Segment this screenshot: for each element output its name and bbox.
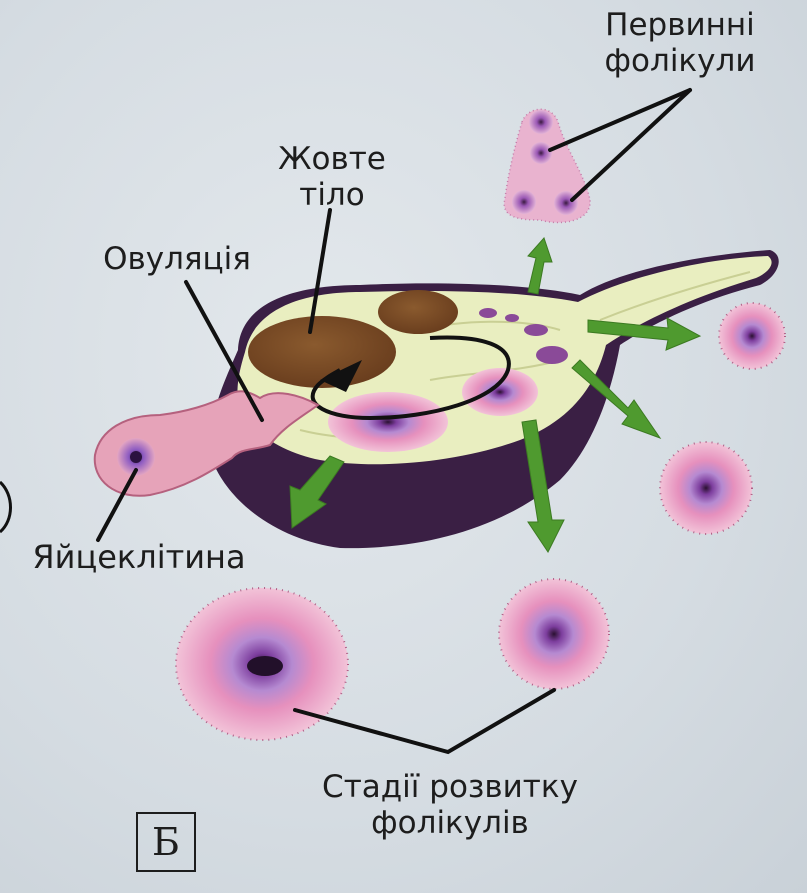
follicle-stages-label-line2: фолікулів	[270, 806, 630, 842]
inner-follicle	[462, 368, 538, 416]
primary-follicle	[512, 190, 536, 214]
follicle-stages-label-line1: Стадії розвитку	[270, 770, 630, 806]
inner-follicle	[479, 308, 497, 318]
egg-cell-label: Яйцеклітина	[4, 539, 274, 576]
corpus-luteum-label-line2: тіло	[262, 178, 402, 214]
ovulation-label: Овуляція	[72, 242, 282, 278]
primary-follicles-label: Первинні фолікули	[560, 8, 800, 79]
follicle-stage-3	[499, 579, 609, 689]
follicle-stages-label: Стадії розвитку фолікулів	[270, 770, 630, 841]
follicle-stage-1	[719, 303, 785, 369]
follicle-stage-2	[660, 442, 752, 534]
corpus-luteum-label-line1: Жовте	[262, 142, 402, 178]
primary-follicle	[529, 110, 553, 134]
primary-follicle	[554, 191, 578, 215]
follicle-stage-4-nucleus	[247, 656, 283, 676]
arrow-up	[528, 238, 552, 294]
inner-follicle	[536, 346, 568, 364]
leader-primary-1	[550, 90, 690, 150]
egg-nucleus	[130, 451, 142, 463]
primary-follicles-label-line2: фолікули	[560, 44, 800, 80]
inner-follicle	[524, 324, 548, 336]
primary-follicles-label-line1: Первинні	[560, 8, 800, 44]
leader-primary-2	[572, 90, 690, 200]
panel-letter: Б	[136, 812, 196, 872]
inner-follicle	[328, 392, 448, 452]
corpus-luteum-large	[248, 316, 396, 388]
corpus-luteum-small	[378, 290, 458, 334]
left-bracket	[0, 482, 11, 532]
corpus-luteum-label: Жовте тіло	[262, 142, 402, 213]
primary-follicle	[530, 142, 552, 164]
inner-follicle	[505, 314, 519, 322]
primary-follicles	[504, 109, 590, 222]
